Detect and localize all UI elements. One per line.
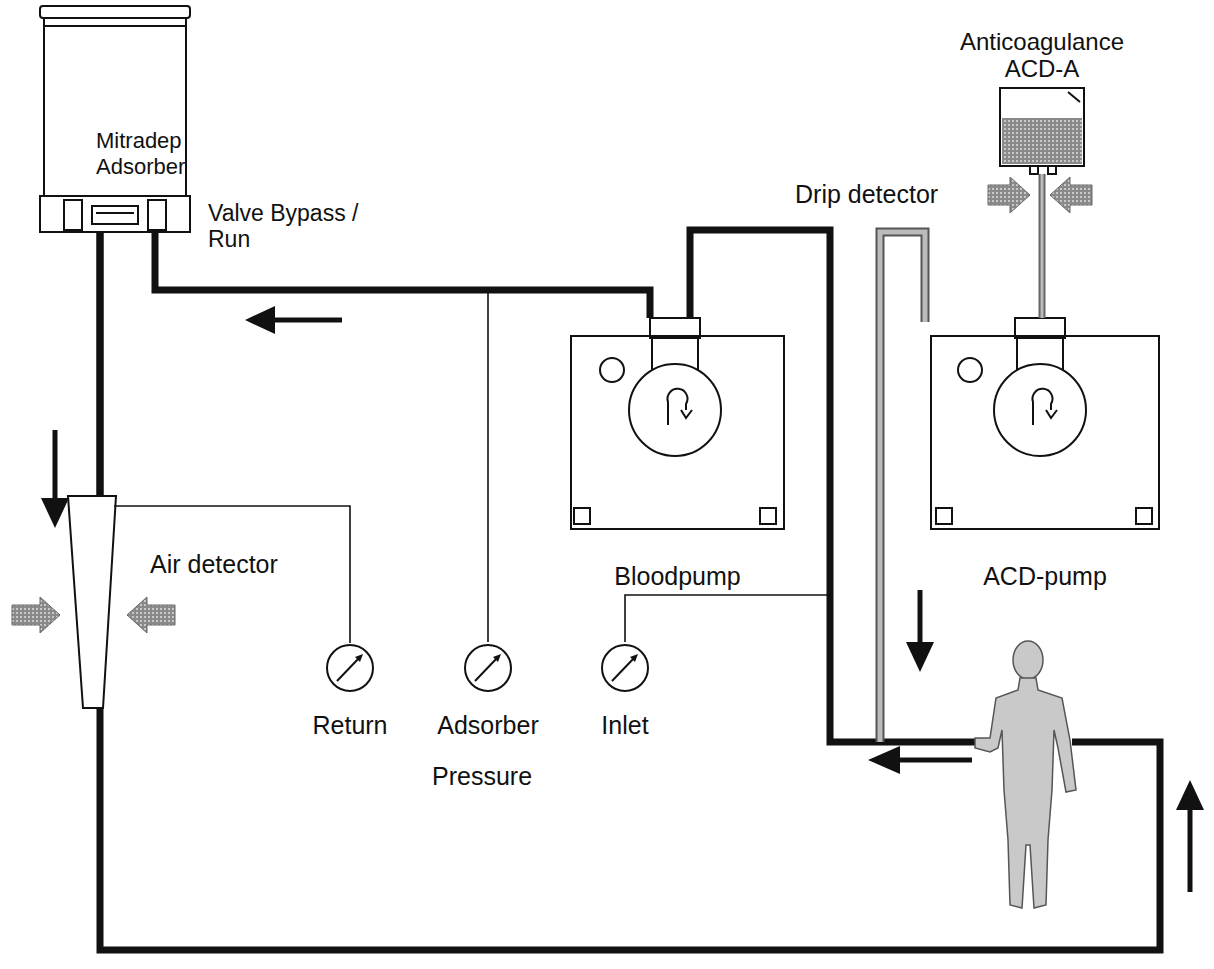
gauge-dial <box>600 643 650 693</box>
node-label: Bloodpump <box>614 562 740 591</box>
pressure-label: Pressure <box>432 762 532 791</box>
anticoagulant-bag <box>1000 88 1084 174</box>
tubing-connector <box>100 232 101 496</box>
node-label: Anticoagulance ACD-A <box>942 29 1142 82</box>
connector-line <box>1039 174 1046 318</box>
connector-line <box>1041 174 1044 318</box>
acd-pump-box: ACD-pump <box>930 335 1160 530</box>
pressure-gauge: Adsorber <box>463 643 513 693</box>
node-label: Air detector <box>150 550 278 579</box>
bloodpump-box: Bloodpump <box>570 335 785 530</box>
adsorber-canister-node: Mitradep Adsorber <box>44 18 186 196</box>
pressure-gauge: Return <box>325 643 375 693</box>
node-label: ACD-pump <box>983 562 1107 591</box>
node-label: Mitradep Adsorber <box>96 128 186 181</box>
acd-pump-drawing <box>936 318 1152 524</box>
gauge-dial <box>463 643 513 693</box>
air-detector-chamber: Air detector <box>68 496 116 708</box>
valve-label: Valve Bypass / Run <box>208 200 368 253</box>
node-label: Adsorber <box>437 711 538 740</box>
adsorber-canister <box>40 6 190 232</box>
bloodpump-drawing <box>574 318 776 524</box>
connector-line <box>97 232 104 496</box>
detector-label: Drip detector <box>795 180 938 209</box>
anticoagulant-bag-node: Anticoagulance ACD-A <box>1000 88 1084 166</box>
gauge-dial <box>325 643 375 693</box>
pressure-lines <box>488 290 830 642</box>
patient-figure <box>975 641 1076 908</box>
node-label: Inlet <box>601 711 648 740</box>
tubing-connector <box>114 506 350 643</box>
air-chamber <box>68 232 116 708</box>
blood-tubing <box>100 230 1160 950</box>
pressure-gauge: Inlet <box>600 643 650 693</box>
tubing-connector <box>1042 174 1043 318</box>
connector-line <box>114 506 350 643</box>
node-label: Return <box>312 711 387 740</box>
